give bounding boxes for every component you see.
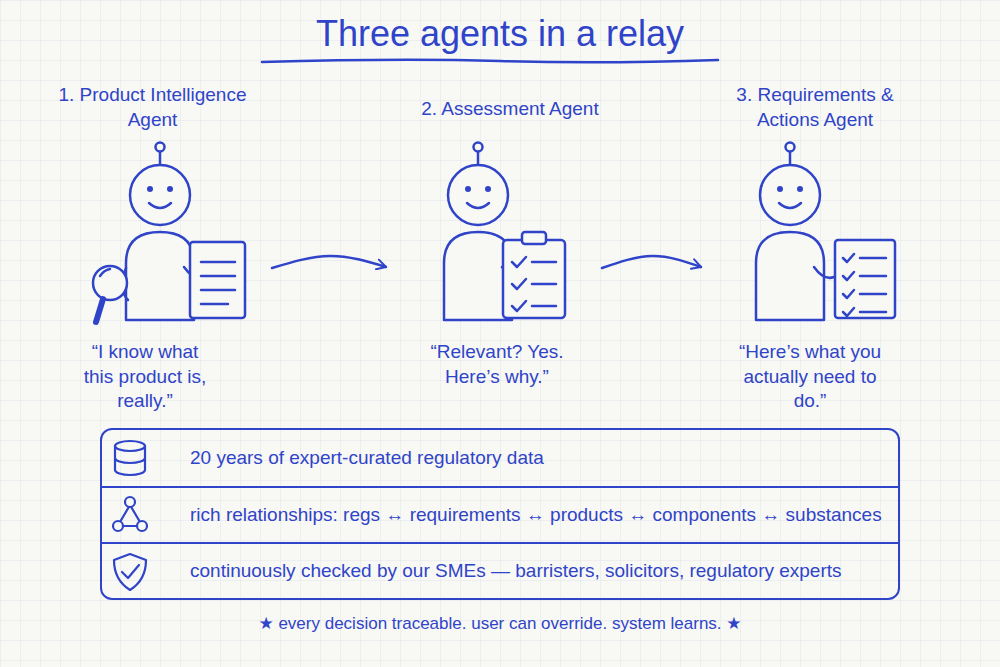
footer-note: ★ every decision traceable. user can ove… <box>0 613 1000 635</box>
data-panel: 20 years of expert-curated regulatory da… <box>100 428 900 600</box>
clipboard-icon <box>503 232 565 318</box>
title-underline <box>262 60 718 63</box>
agent-quote: “I know what this product is, really.” <box>75 340 215 414</box>
data-band: 20 years of expert-curated regulatory da… <box>102 430 898 486</box>
flow-arrow <box>272 256 386 268</box>
data-band: continuously checked by our SMEs — barri… <box>102 542 898 598</box>
magnifier-icon <box>93 266 128 322</box>
band-text: 20 years of expert-curated regulatory da… <box>190 446 544 470</box>
agent-node: 1. Product Intelligence Agent “I know wha… <box>35 75 270 420</box>
flow-arrow <box>602 256 701 268</box>
agent-heading: 1. Product Intelligence Agent <box>35 83 270 132</box>
document-icon <box>190 242 245 318</box>
data-band: rich relationships: regs ↔ requirements … <box>102 486 898 542</box>
agent-node: 2. Assessment Agent“Relevant? Yes. Here’… <box>390 75 600 395</box>
diagram-title: Three agents in a relay <box>0 12 1000 56</box>
agent-node: 3. Requirements & Actions Agent “Here’s w… <box>705 75 940 420</box>
agent-quote: “Relevant? Yes. Here’s why.” <box>422 340 572 389</box>
checklist-icon <box>835 240 895 318</box>
network-icon <box>113 497 147 531</box>
band-text: continuously checked by our SMEs — barri… <box>190 559 842 583</box>
agent-quote: “Here’s what you actually need to do.” <box>735 340 885 414</box>
band-text: rich relationships: regs ↔ requirements … <box>190 503 882 527</box>
robot-figure <box>756 143 834 321</box>
agent-heading: 3. Requirements & Actions Agent <box>705 83 925 132</box>
database-icon <box>115 441 145 475</box>
shield-icon <box>114 554 146 590</box>
agent-heading: 2. Assessment Agent <box>395 97 625 122</box>
